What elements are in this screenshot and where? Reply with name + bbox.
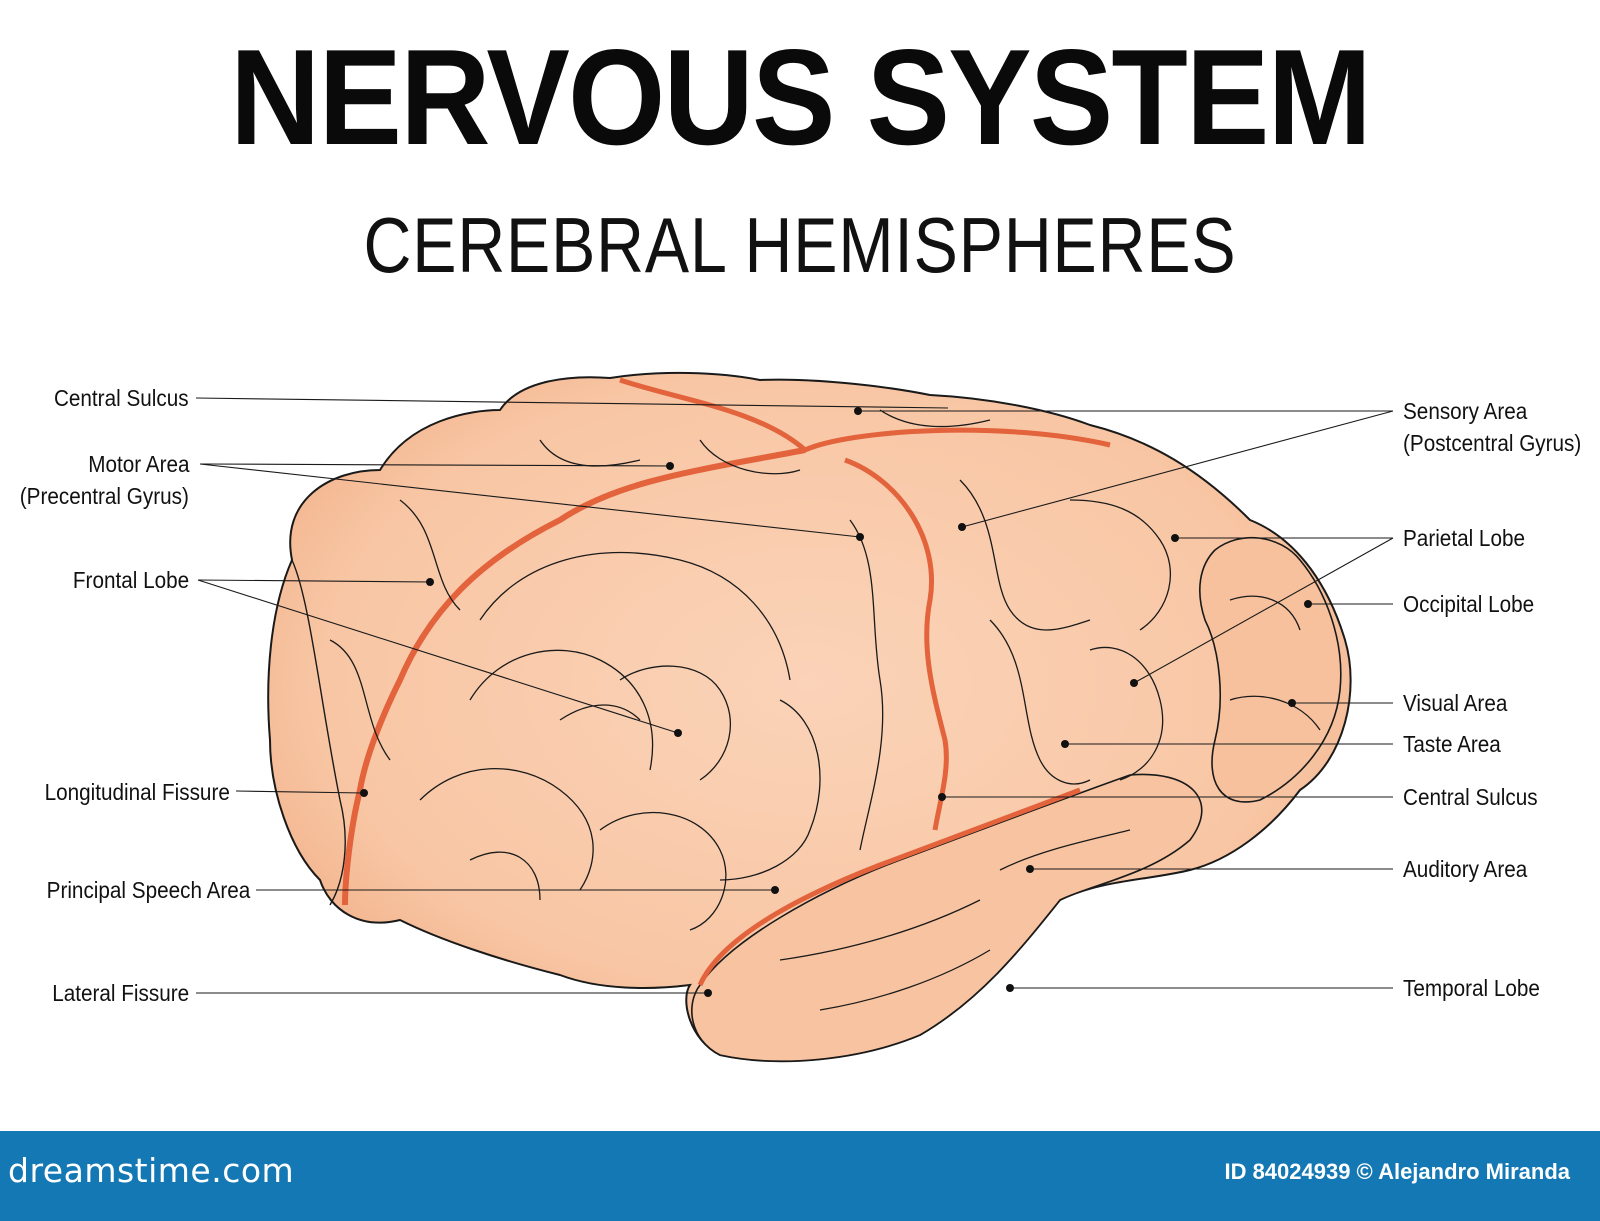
footer-brand[interactable]: dreamstime.com (8, 1151, 295, 1190)
label-visual-area: Visual Area (1403, 690, 1508, 716)
central-sulcus-line (342, 447, 806, 906)
label-occipital-lobe: Occipital Lobe (1403, 591, 1535, 617)
page-subtitle: CEREBRAL HEMISPHERES (363, 201, 1237, 289)
central-sulcus-line-2 (844, 457, 949, 831)
label-taste-area: Taste Area (1403, 731, 1501, 757)
label-frontal-lobe: Frontal Lobe (72, 567, 189, 593)
label-principal-speech-area: Principal Speech Area (46, 877, 250, 903)
footer-credit: ID 84024939 © Alejandro Miranda (1224, 1159, 1570, 1184)
label-central-sulcus-left: Central Sulcus (54, 385, 189, 411)
gyri-lines (329, 409, 1321, 1011)
label-longitudinal-fissure: Longitudinal Fissure (44, 779, 230, 805)
lateral-fissure-line (697, 787, 1081, 987)
label-sensory-area-sub: (Postcentral Gyrus) (1403, 430, 1582, 456)
longitudinal-fissure-line (619, 377, 1111, 453)
label-lateral-fissure: Lateral Fissure (52, 980, 189, 1006)
label-sensory-area: Sensory Area (1403, 398, 1528, 424)
label-temporal-lobe: Temporal Lobe (1403, 975, 1540, 1001)
footer-bar: dreamstime.com ID 84024939 © Alejandro M… (0, 1131, 1600, 1221)
brain-diagram (195, 371, 1394, 1063)
leader-dots (360, 407, 1312, 997)
label-parietal-lobe: Parietal Lobe (1403, 525, 1525, 551)
frontal-rim (291, 559, 346, 906)
leader-lines (195, 397, 1394, 994)
label-central-sulcus-right: Central Sulcus (1403, 784, 1538, 810)
page-title: NERVOUS SYSTEM (230, 21, 1372, 173)
label-motor-area-sub: (Precentral Gyrus) (19, 483, 189, 509)
label-auditory-area: Auditory Area (1403, 856, 1528, 882)
label-motor-area: Motor Area (87, 451, 189, 477)
